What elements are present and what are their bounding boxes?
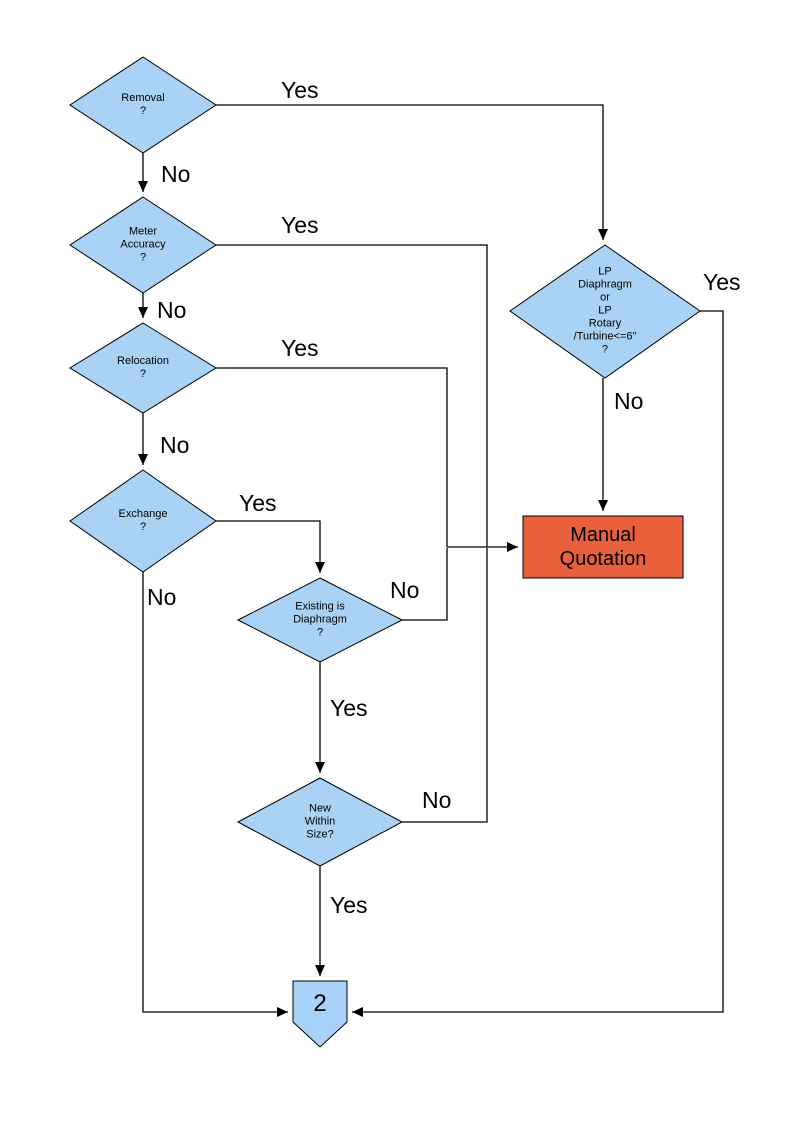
edge-lp-yes: [352, 310, 724, 1017]
edge-label-new-no: No: [422, 787, 452, 813]
edge-label-meter-no: No: [157, 297, 187, 323]
edge-label-lp-yes: Yes: [703, 269, 741, 295]
node-lp-meter-shape: [509, 244, 701, 379]
node-new-within-size-shape: [236, 777, 404, 867]
node-manual-quotation-label: Manual Quotation: [559, 524, 647, 570]
node-lp-meter-label: LP Diaphragm or LP Rotary /Turbine<=6" ?: [573, 265, 637, 356]
node-meter-accuracy-label: Meter Accuracy ?: [120, 225, 166, 264]
edge-label-lp-no: No: [614, 388, 644, 414]
edge-label-existing-yes: Yes: [330, 695, 368, 721]
node-relocation-shape: [69, 322, 217, 414]
node-meter-accuracy-shape: [69, 196, 217, 294]
node-removal-label: Removal ?: [121, 92, 165, 117]
edge-label-relocation-no: No: [160, 432, 190, 458]
node-existing-diaphragm-label: Existing is Diaphragm ?: [293, 600, 347, 639]
nodes: [69, 56, 701, 1048]
node-relocation-label: Relocation ?: [117, 355, 169, 380]
edge-label-exchange-yes: Yes: [239, 490, 277, 516]
edge-label-exchange-no: No: [147, 584, 177, 610]
edge-new-no: [402, 548, 488, 823]
node-new-within-size-label: New Within Size?: [304, 802, 336, 841]
edge-relocation-yes: [216, 367, 448, 547]
edge-removal-yes: [216, 104, 608, 240]
edge-label-meter-yes: Yes: [281, 212, 319, 238]
node-connector-2-shape: [292, 980, 348, 1048]
node-exchange-shape: [69, 469, 217, 573]
edge-label-relocation-yes: Yes: [281, 335, 319, 361]
node-removal-shape: [69, 56, 217, 154]
edge-label-removal-yes: Yes: [281, 77, 319, 103]
edge-exchange-no: [142, 572, 288, 1017]
node-connector-2-label: 2: [313, 990, 327, 1017]
edge-label-new-yes: Yes: [330, 892, 368, 918]
edges: [138, 104, 724, 1017]
node-existing-diaphragm-shape: [236, 577, 404, 663]
edge-label-existing-no: No: [390, 577, 420, 603]
node-manual-quotation-shape: [522, 515, 684, 579]
edge-exchange-yes: [216, 520, 325, 573]
edge-label-removal-no: No: [161, 161, 191, 187]
node-exchange-label: Exchange ?: [118, 508, 168, 533]
edge-meter-yes: [216, 244, 488, 547]
edge-existing-no: [402, 548, 448, 621]
